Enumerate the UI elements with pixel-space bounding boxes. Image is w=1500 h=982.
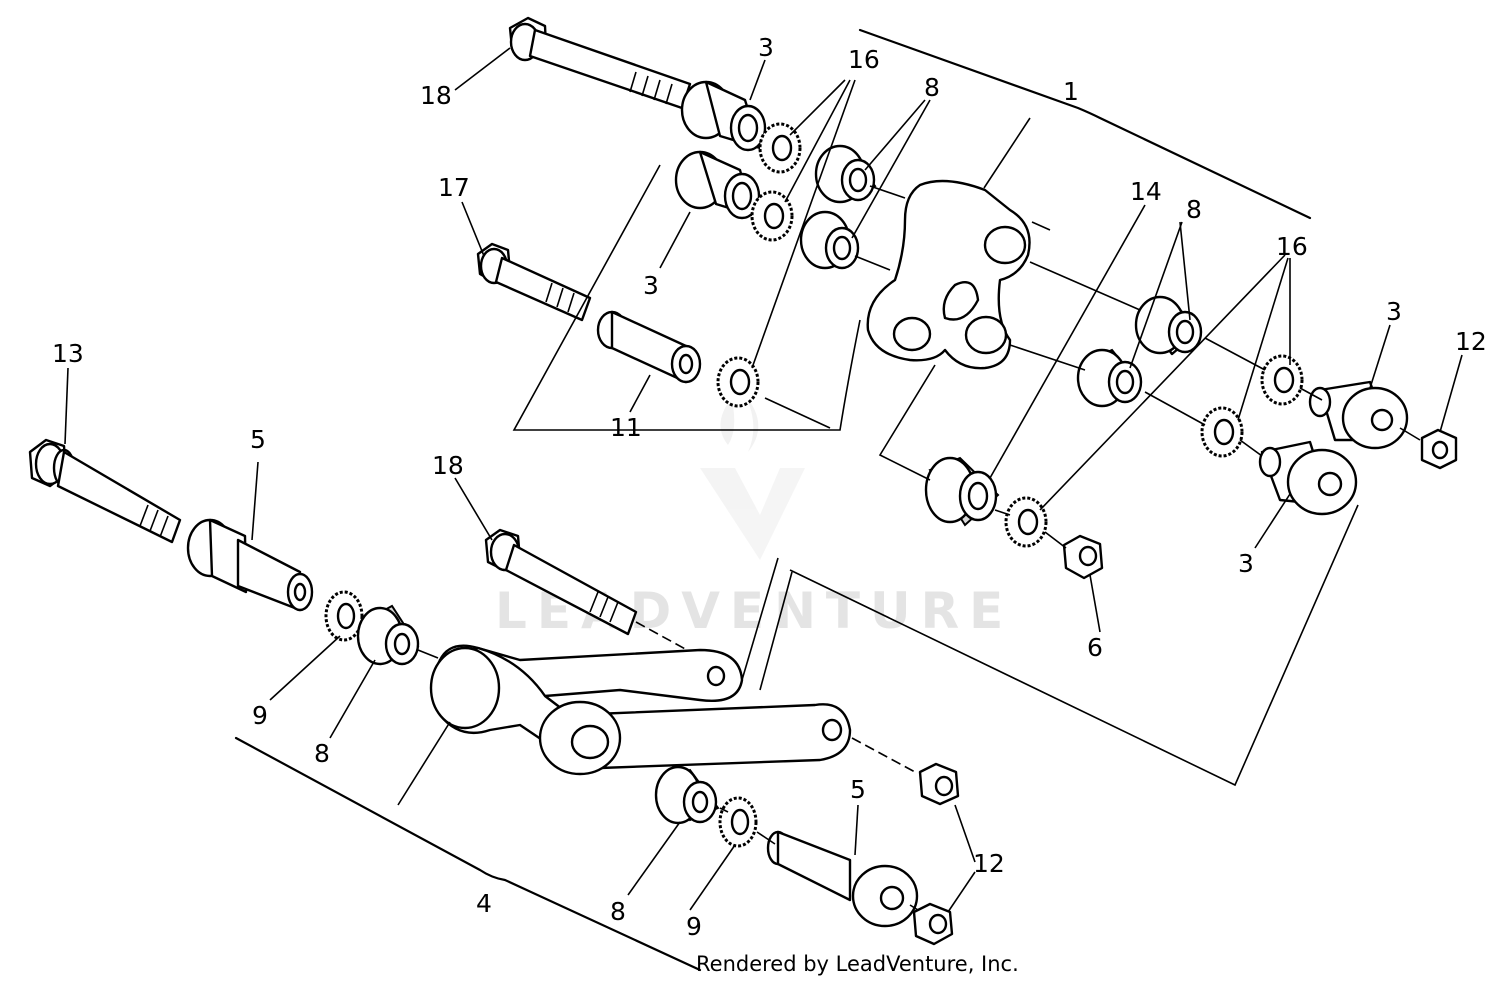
callout-17: 17 [438,173,470,202]
watermark-logo [700,395,805,560]
bearing-16-d [1260,354,1304,406]
callout-leaders [64,47,1463,913]
callout-6: 6 [1087,633,1103,662]
callout-9: 9 [252,701,268,730]
callout-14: 14 [1130,177,1162,206]
footer-credit: Rendered by LeadVenture, Inc. [696,952,1019,976]
callout-9: 9 [686,912,702,941]
callout-16: 16 [1276,232,1308,261]
callout-12: 12 [1455,327,1487,356]
nut-12-lower-a [918,762,960,806]
callout-5: 5 [250,425,266,454]
callout-8: 8 [314,739,330,768]
bracket-1 [858,28,1312,220]
bolt-13 [28,438,182,544]
callout-18: 18 [432,451,464,480]
callout-3: 3 [1386,297,1402,326]
spacer-3-right-upper [1308,380,1409,450]
callout-3: 3 [758,33,774,62]
spacer-3-right-lower [1258,440,1358,516]
bolt-18-top [508,16,692,110]
callout-11: 11 [610,413,642,442]
callout-16: 16 [848,45,880,74]
bearing-16-b [750,190,794,242]
callout-labels: 1 3 3 3 3 4 5 5 6 8 8 8 8 9 9 11 12 12 1… [52,33,1487,941]
bearing-16-e [1200,406,1244,458]
bearing-9-upper [324,590,364,642]
bearing-9-lower [718,796,758,848]
nut-12-right [1420,428,1458,470]
callout-3: 3 [1238,549,1254,578]
spacer-5-lower [766,830,919,928]
bearing-16-f [1004,496,1048,548]
link-4 [429,644,852,776]
callout-1: 1 [1063,77,1079,106]
bracket-4 [234,736,702,972]
callout-5: 5 [850,775,866,804]
bushing-14 [924,456,1000,527]
callout-8: 8 [610,897,626,926]
bracket-lower-link [741,557,779,681]
bushing-8-a [814,144,877,204]
callout-8: 8 [1186,195,1202,224]
bracket-right [789,504,1359,787]
bearing-16-a [758,122,802,174]
callout-12: 12 [973,849,1005,878]
bushing-8-lower-a [356,604,420,666]
bushing-8-d [1076,348,1143,408]
spacer-3-upper [680,80,767,152]
link-1 [866,179,1031,370]
spacer-5-upper [186,518,314,612]
bushing-8-lower-b [654,765,720,825]
bearing-16-c [716,356,760,408]
callout-3: 3 [643,271,659,300]
bracket-11-group [512,164,861,431]
bracket-lower-link1 [878,364,936,481]
callout-18: 18 [420,81,452,110]
spacer-3-lower [674,150,761,220]
callout-4: 4 [476,889,492,918]
bolt-17 [476,242,592,322]
bushing-8-c [1134,295,1203,356]
callout-13: 13 [52,339,84,368]
sleeve-11 [596,310,702,384]
callout-8: 8 [924,73,940,102]
nut-12-lower-b [912,902,954,946]
nut-6 [1062,534,1104,580]
bushing-8-b [799,210,860,270]
bolt-18-lower [484,528,721,669]
